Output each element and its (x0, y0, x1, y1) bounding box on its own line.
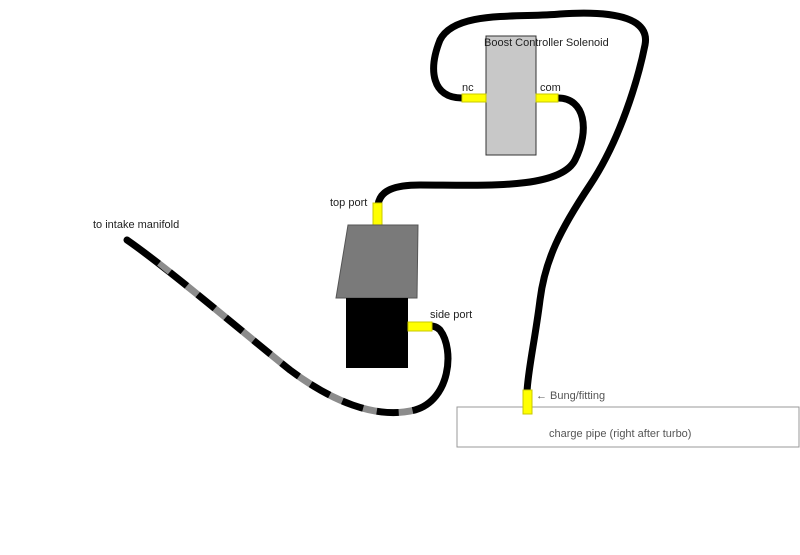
actuator-top (335, 224, 419, 299)
top-port-label: top port (330, 197, 367, 209)
solenoid-com-label: com (540, 82, 561, 94)
charge-pipe (456, 406, 800, 448)
side-port-label: side port (430, 309, 472, 321)
hose-com-to-top-port (374, 94, 587, 209)
charge-pipe-label: charge pipe (right after turbo) (549, 428, 691, 440)
top-port-fitting (372, 202, 383, 226)
actuator-base (346, 298, 408, 368)
intake-manifold-label: to intake manifold (93, 219, 179, 231)
solenoid-nc-label: nc (462, 82, 474, 94)
hose-intake-to-side-port (123, 236, 452, 417)
bung-fitting (522, 389, 533, 415)
bung-fitting-label: ← Bung/fitting (536, 390, 605, 402)
hose-fade-overlay (157, 258, 417, 418)
side-port-fitting (407, 321, 433, 332)
solenoid-com-fitting (535, 93, 559, 103)
solenoid-body (485, 35, 537, 156)
hose-nc-to-bung (430, 9, 649, 396)
solenoid-nc-fitting (461, 93, 487, 103)
solenoid-title: Boost Controller Solenoid (484, 37, 609, 49)
